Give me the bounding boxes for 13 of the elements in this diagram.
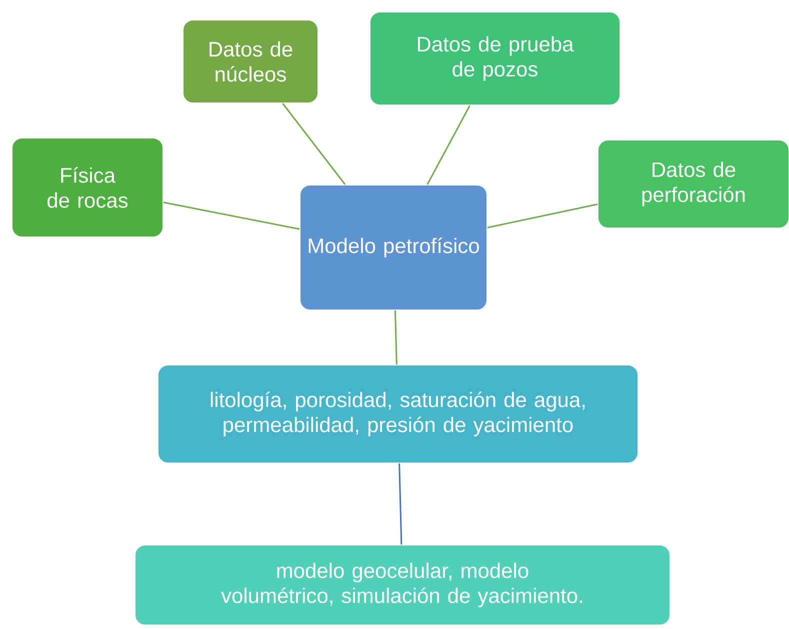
connector-line <box>487 204 598 228</box>
input-box: Datos de perforación <box>598 140 789 228</box>
connector-line <box>163 202 300 230</box>
output-box: modelo geocelular, modelo volumétrico, simulación de yacimiento. <box>134 544 670 626</box>
model-box: Modelo petrofísico <box>300 184 488 310</box>
input-box: Datos de prueba de pozos <box>370 12 620 106</box>
connector-line <box>282 103 346 185</box>
property-box: litología, porosidad, saturación de agua, permeabilidad, presión de yacimiento <box>158 364 638 464</box>
connector-line <box>394 310 398 365</box>
connector-line <box>426 105 470 185</box>
input-box: Datos de núcleos <box>182 20 318 104</box>
connector-line <box>398 463 402 545</box>
input-box: Física de rocas <box>12 138 164 238</box>
